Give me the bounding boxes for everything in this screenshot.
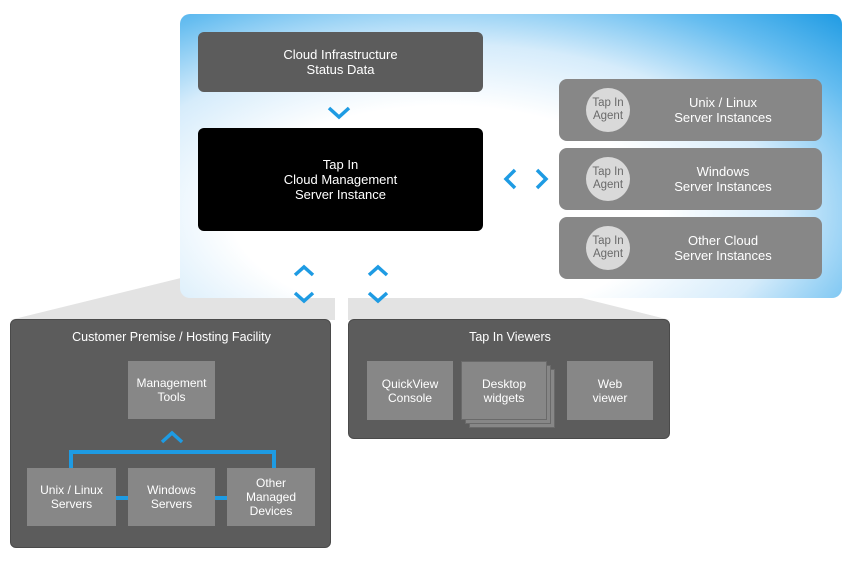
server-connector-right bbox=[272, 450, 276, 470]
unix-linux-servers-box: Unix / Linux Servers bbox=[27, 468, 116, 526]
instance-label-line-2: Server Instances bbox=[674, 179, 772, 194]
status-data-line-1: Cloud Infrastructure bbox=[283, 47, 398, 62]
agent-line-2: Agent bbox=[592, 110, 624, 122]
management-server-line-3: Server Instance bbox=[294, 187, 387, 202]
chevron-up-down-icon bbox=[293, 264, 315, 304]
quickview-console-box: QuickView Console bbox=[367, 361, 453, 420]
agent-line-1: Tap In bbox=[592, 97, 624, 109]
instance-label: Unix / Linux Server Instances bbox=[643, 95, 803, 125]
instance-windows: Tap In Agent Windows Server Instances bbox=[559, 148, 822, 210]
server-line-3: Devices bbox=[249, 504, 293, 518]
windows-servers-box: Windows Servers bbox=[128, 468, 215, 526]
viewer-line-1: QuickView bbox=[381, 376, 439, 391]
management-server-line-1: Tap In bbox=[322, 157, 359, 172]
status-data-box: Cloud Infrastructure Status Data bbox=[198, 32, 483, 92]
server-line-2: Servers bbox=[50, 497, 93, 511]
viewer-line-1: Desktop bbox=[481, 376, 527, 391]
management-tools-line-1: Management bbox=[136, 376, 207, 390]
management-tools-box: Management Tools bbox=[128, 361, 215, 419]
viewer-line-2: widgets bbox=[483, 390, 525, 405]
server-connector-mid-2 bbox=[214, 496, 228, 500]
customer-premise-panel: Customer Premise / Hosting Facility Mana… bbox=[10, 319, 331, 548]
management-server-box: Tap In Cloud Management Server Instance bbox=[198, 128, 483, 231]
viewer-line-1: Web bbox=[597, 376, 623, 391]
server-line-1: Unix / Linux bbox=[40, 483, 103, 497]
instance-unix-linux: Tap In Agent Unix / Linux Server Instanc… bbox=[559, 79, 822, 141]
instance-label-line-1: Other Cloud bbox=[687, 233, 759, 248]
instance-label-line-2: Server Instances bbox=[674, 110, 772, 125]
agent-line-2: Agent bbox=[592, 248, 624, 260]
server-line-1: Other bbox=[255, 476, 286, 490]
viewers-title: Tap In Viewers bbox=[469, 330, 551, 344]
agent-line-1: Tap In bbox=[592, 166, 624, 178]
management-server-line-2: Cloud Management bbox=[283, 172, 398, 187]
management-tools-line-2: Tools bbox=[157, 390, 186, 404]
instance-label-line-1: Windows bbox=[696, 164, 750, 179]
server-connector-top bbox=[69, 450, 276, 454]
server-line-2: Servers bbox=[150, 497, 193, 511]
chevron-up-icon bbox=[160, 430, 184, 444]
server-line-2: Managed bbox=[245, 490, 297, 504]
instance-other-cloud: Tap In Agent Other Cloud Server Instance… bbox=[559, 217, 822, 279]
server-connector-mid-1 bbox=[116, 496, 130, 500]
other-managed-devices-box: Other Managed Devices bbox=[227, 468, 315, 526]
tap-in-viewers-panel: Tap In Viewers QuickView Console Desktop… bbox=[348, 319, 670, 439]
chevron-down-icon bbox=[327, 106, 351, 120]
tap-in-agent-badge: Tap In Agent bbox=[586, 226, 630, 270]
agent-line-2: Agent bbox=[592, 179, 624, 191]
viewer-line-2: viewer bbox=[592, 390, 628, 405]
agent-line-1: Tap In bbox=[592, 235, 624, 247]
instance-label: Other Cloud Server Instances bbox=[643, 233, 803, 263]
instance-label-line-1: Unix / Linux bbox=[689, 95, 757, 110]
tap-in-agent-badge: Tap In Agent bbox=[586, 157, 630, 201]
premise-title: Customer Premise / Hosting Facility bbox=[72, 330, 271, 344]
instance-label-line-2: Server Instances bbox=[674, 248, 772, 263]
instance-label: Windows Server Instances bbox=[643, 164, 803, 194]
desktop-widgets-box: Desktop widgets bbox=[461, 361, 547, 420]
viewer-line-2: Console bbox=[387, 390, 433, 405]
chevron-up-down-icon bbox=[367, 264, 389, 304]
server-line-1: Windows bbox=[147, 483, 196, 497]
server-connector-left bbox=[69, 450, 73, 470]
status-data-line-2: Status Data bbox=[306, 62, 375, 77]
tap-in-agent-badge: Tap In Agent bbox=[586, 88, 630, 132]
chevron-left-right-icon bbox=[503, 168, 549, 190]
web-viewer-box: Web viewer bbox=[567, 361, 653, 420]
